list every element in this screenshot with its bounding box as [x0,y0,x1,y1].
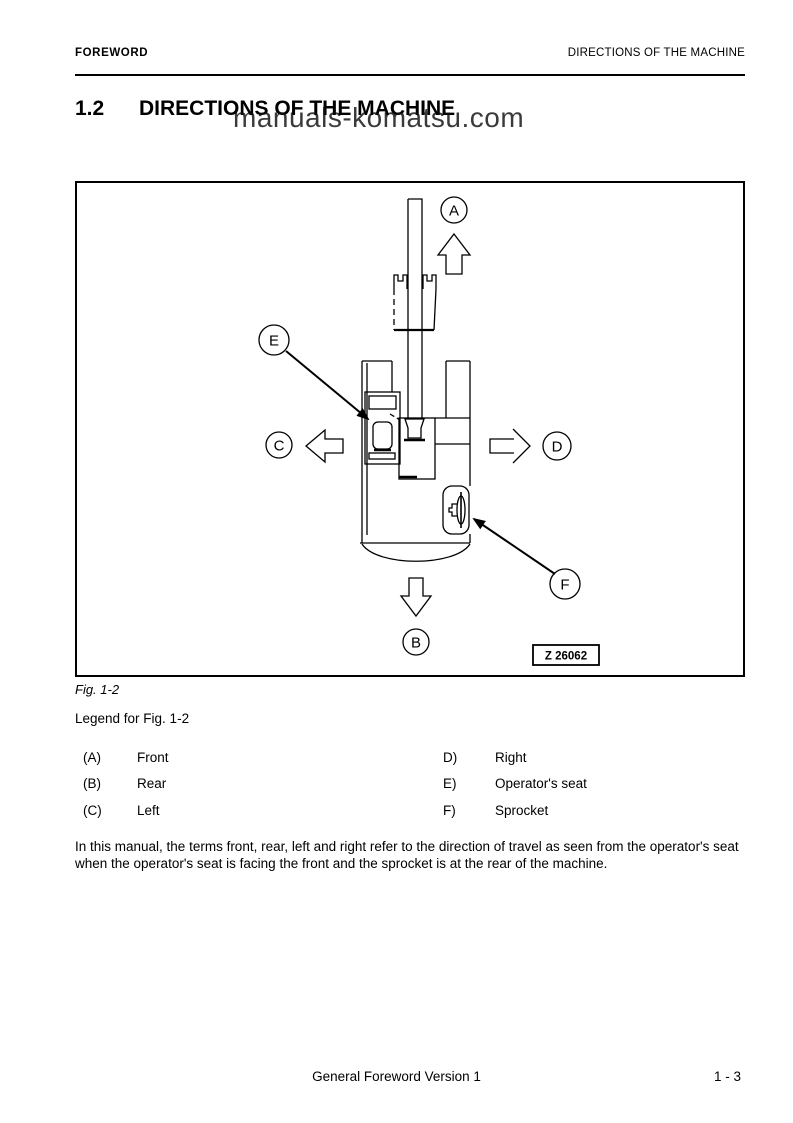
label-circle-f [549,568,581,600]
label-circle-e [258,324,290,356]
label-e: E [269,333,279,350]
legend-value: Front [137,749,169,765]
counterweight-outline [360,542,471,562]
legend-value: Operator's seat [495,776,587,792]
section-title-text: DIRECTIONS OF THE MACHINE [139,97,456,120]
legend-value: Sprocket [495,802,549,818]
drawing-number: Z 26062 [545,651,587,663]
legend-key: (A) [83,749,101,765]
arrow-left [304,428,344,464]
machine-directions-diagram: A B C D E F Z 26062 [258,196,600,666]
legend-key: (C) [83,802,102,818]
legend-key: F) [443,802,456,818]
sprocket-shape [442,485,470,535]
swing-frame-outline [398,417,470,480]
label-d: D [552,439,563,456]
figure-caption: Fig. 1-2 [75,682,120,697]
figure-1-2-frame: A B C D E F Z 26062 [75,181,745,677]
operator-seat-shape [372,421,393,450]
legend-value: Left [137,802,160,818]
arrow-down-rear [399,577,433,618]
header-rule [75,74,745,76]
legend-key: D) [443,749,458,765]
label-circle-d [542,431,572,461]
label-c: C [274,438,285,455]
bucket-outline [393,274,437,332]
label-a: A [449,203,459,220]
arrow-up-front [436,232,472,275]
header-section-title: FOREWORD [75,47,149,59]
header-chapter-title: DIRECTIONS OF THE MACHINE [567,47,745,59]
legend-key: (B) [83,776,101,792]
legend-table: (A) Front D) Right (B) Rear E) Operator'… [83,744,743,824]
watermark-text: manuals-komatsu.com [233,102,525,133]
legend-value: Rear [137,776,167,792]
body-paragraph: In this manual, the terms front, rear, l… [75,839,739,871]
footer-page-number: 1 - 3 [713,1069,741,1084]
arrow-right [489,428,531,464]
legend-key: E) [443,776,457,792]
label-circle-a [440,196,468,224]
boom-outline [407,198,423,419]
section-number: 1.2 [75,97,105,120]
label-circle-b [402,628,430,656]
drawing-number-box [532,644,600,666]
legend-heading: Legend for Fig. 1-2 [75,711,190,726]
label-circle-c [265,431,293,459]
page-title: 1.2 DIRECTIONS OF THE MACHINE [75,97,455,121]
label-f: F [560,577,569,594]
label-b: B [411,635,421,652]
cab-outline [364,391,401,465]
leader-line-f [472,517,556,575]
leader-line-e [285,350,370,421]
legend-value: Right [495,749,527,765]
footer-document-title: General Foreword Version 1 [312,1069,481,1084]
